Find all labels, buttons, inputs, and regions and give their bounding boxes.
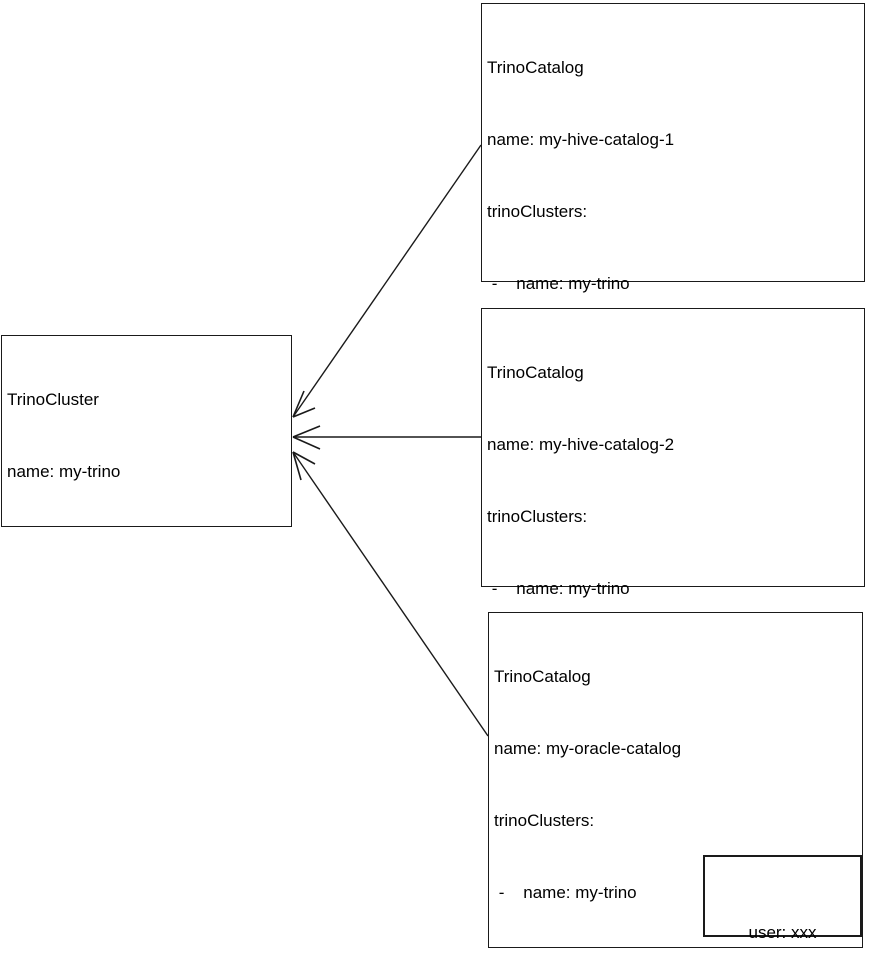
node-line: name: my-hive-catalog-1: [487, 130, 675, 149]
node-line: trinoClusters:: [494, 811, 595, 830]
node-trino-catalog-3-text: TrinoCatalog name: my-oracle-catalog tri…: [494, 617, 858, 954]
node-line: name: my-oracle-catalog: [494, 739, 682, 758]
node-line: name: my-hive-catalog-2: [487, 435, 675, 454]
node-line: TrinoCatalog: [494, 667, 591, 686]
node-trino-catalog-1[interactable]: TrinoCatalog name: my-hive-catalog-1 tri…: [481, 3, 865, 653]
node-line: user: xxx: [748, 923, 817, 942]
node-line: trinoClusters:: [487, 507, 588, 526]
node-trino-catalog-2[interactable]: TrinoCatalog name: my-hive-catalog-2 tri…: [481, 308, 865, 886]
node-line: - name: my-trino: [487, 274, 630, 293]
edge-catalog-1-to-cluster: [292, 144, 482, 418]
node-line: - name: my-trino: [487, 579, 630, 598]
node-line: TrinoCluster: [7, 390, 99, 409]
edge-catalog-3-to-cluster: [292, 451, 489, 737]
node-credentials-secret[interactable]: user: xxx password: xxx: [703, 855, 862, 942]
node-trino-cluster[interactable]: TrinoCluster name: my-trino: [1, 335, 292, 527]
node-credentials-secret-text: user: xxx password: xxx: [705, 873, 860, 954]
node-line: TrinoCatalog: [487, 58, 584, 77]
node-line: name: my-trino: [7, 462, 121, 481]
node-line: trinoClusters:: [487, 202, 588, 221]
node-line: TrinoCatalog: [487, 363, 584, 382]
node-trino-catalog-3[interactable]: TrinoCatalog name: my-oracle-catalog tri…: [488, 612, 863, 948]
node-trino-cluster-text: TrinoCluster name: my-trino: [7, 340, 287, 532]
edge-catalog-2-to-cluster: [292, 425, 481, 450]
node-line: - name: my-trino: [494, 883, 637, 902]
